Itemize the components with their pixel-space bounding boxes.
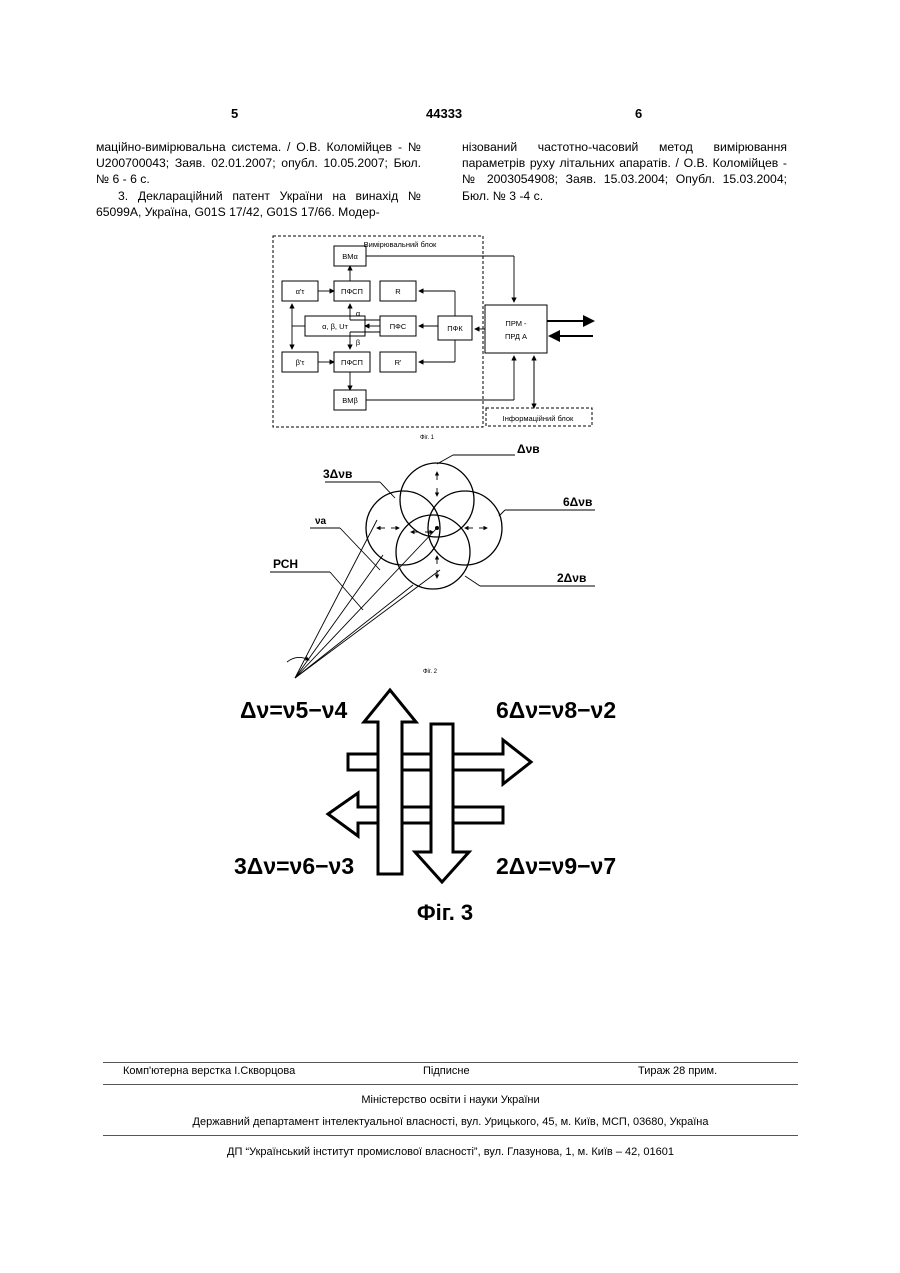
figure-3-caption: Фіг. 3 xyxy=(417,900,473,925)
label-vm-alpha: ВМα xyxy=(342,252,358,261)
reference-2-tail: маційно-вимірювальна система. / О.В. Кол… xyxy=(96,139,421,188)
label-bottom-left: 3Δν=ν6−ν3 xyxy=(234,853,354,879)
label-bottom-right: 2Δν=ν9−ν7 xyxy=(496,853,616,879)
label-beta: β xyxy=(356,338,361,347)
circle-bottom xyxy=(396,515,470,589)
label-prm-line1: ПРМ - xyxy=(505,319,527,328)
arrow-down xyxy=(415,724,469,882)
footer-rule-3 xyxy=(103,1135,798,1136)
arrow-left xyxy=(328,793,503,836)
center-point xyxy=(435,526,439,530)
footer-department: Державний департамент інтелектуальної вл… xyxy=(103,1116,798,1128)
label-rsn: РСН xyxy=(273,557,298,571)
label-pfsp-bottom: ПФСП xyxy=(341,358,363,367)
left-column: маційно-вимірювальна система. / О.В. Кол… xyxy=(96,139,421,220)
footer-signed: Підписне xyxy=(423,1065,470,1077)
label-abu: α, β, Uт xyxy=(322,322,348,331)
figure-2-caption: Фіг. 2 xyxy=(423,669,438,675)
footer-ministry: Міністерство освіти і науки України xyxy=(103,1094,798,1106)
label-alpha: α xyxy=(356,309,361,318)
label-pfk: ПФК xyxy=(447,324,463,333)
label-top-left: Δν=ν5−ν4 xyxy=(240,697,348,723)
label-va: νа xyxy=(315,516,327,527)
info-block-label: Інформаційний блок xyxy=(503,414,574,423)
footer-institute: ДП “Український інститут промислової вла… xyxy=(103,1146,798,1158)
label-3dv: 3Δνв xyxy=(323,467,352,481)
label-alpha-tau: α'τ xyxy=(296,287,305,296)
label-dv: Δνв xyxy=(517,442,540,456)
label-beta-tau: β'τ xyxy=(296,358,305,367)
label-vm-beta: ВМβ xyxy=(342,396,358,405)
page-number-right: 6 xyxy=(635,106,642,121)
reference-3-start: 3. Декларaційний патент України на винах… xyxy=(96,188,421,220)
footer-layout: Комп'ютерна верстка І.Скворцова xyxy=(123,1065,295,1077)
footer-copies: Тираж 28 прим. xyxy=(638,1065,717,1077)
footer-rule-2 xyxy=(103,1084,798,1085)
label-2dv: 2Δνв xyxy=(557,571,586,585)
page-number-left: 5 xyxy=(231,106,238,121)
arrow-up xyxy=(364,690,416,874)
figure-3-arrows-diagram: Δν=ν5−ν4 6Δν=ν8−ν2 3Δν=ν6−ν3 2Δν=ν9−ν7 Ф… xyxy=(228,684,640,929)
block-prm-prd xyxy=(485,305,547,353)
label-top-right: 6Δν=ν8−ν2 xyxy=(496,697,616,723)
patent-number: 44333 xyxy=(426,106,462,121)
reference-3-tail: нізований частотно-часовий метод вимірюв… xyxy=(462,139,787,204)
label-6dv: 6Δνв xyxy=(563,495,592,509)
measure-block-label: Вимірювальний блок xyxy=(364,240,437,249)
figure-1-block-diagram: Вимірювальний блок Інформаційний блок ВМ… xyxy=(270,232,605,442)
footer-rule-1 xyxy=(103,1062,798,1063)
figure-2-circles-diagram: Δνв 3Δνв 6Δνв 2Δνв νа РСН Фіг. 2 xyxy=(265,440,605,680)
label-prm-line2: ПРД А xyxy=(505,332,527,341)
label-r-top: R xyxy=(395,287,401,296)
label-pfs: ПФС xyxy=(390,322,407,331)
label-pfsp-top: ПФСП xyxy=(341,287,363,296)
right-column: нізований частотно-часовий метод вимірюв… xyxy=(462,139,787,204)
label-r-bottom: R' xyxy=(395,358,402,367)
